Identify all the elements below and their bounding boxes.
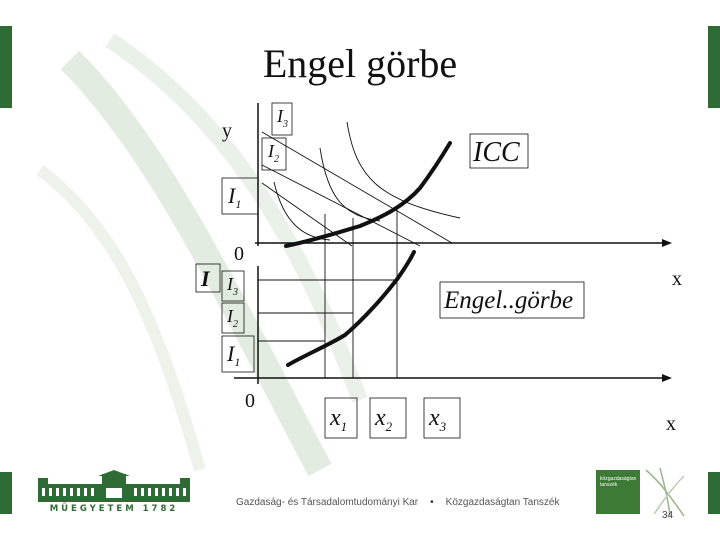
x1-label: x1 [329, 405, 347, 434]
upper-x-axis-arrow [662, 239, 672, 247]
left-bottom-green-bar [0, 472, 12, 514]
i1-upper-label: I1 [227, 183, 241, 211]
department-name: Közgazdaságtan Tanszék [445, 497, 560, 508]
icc-label: ICC [472, 137, 520, 168]
faculty-name: Gazdaság- és Társadalomtudományi Kar [236, 497, 419, 508]
i1-lower-label: I1 [226, 341, 240, 369]
budget-line-3 [261, 182, 353, 247]
x3-box [423, 397, 461, 439]
icc-curve [284, 141, 452, 248]
right-bottom-green-bar [708, 472, 720, 514]
footer-separator: • [430, 497, 434, 508]
engel-curve [286, 250, 416, 367]
i3-lower-label: I3 [226, 274, 238, 298]
budget-line-1 [261, 131, 453, 244]
budget-line-2 [261, 164, 421, 247]
upper-y-axis-label: y [222, 120, 232, 142]
x1-box [324, 397, 358, 439]
icc-label-box [469, 133, 529, 169]
upper-x-axis-label: x [672, 268, 682, 290]
i2-lower-box [221, 302, 245, 334]
lower-x-axis-label: x [666, 413, 676, 435]
left-top-green-bar [0, 26, 12, 108]
x2-box [369, 397, 407, 439]
i3-lower-box [221, 270, 245, 302]
engel-label-box [439, 281, 585, 319]
i1-lower-box [221, 335, 255, 373]
page-number: 34 [662, 510, 674, 521]
x3-label: x3 [428, 405, 447, 434]
badge-line-1: közgazdaságtan [600, 476, 637, 482]
i3-upper-label: I3 [276, 106, 288, 130]
slide-title: Engel görbe [262, 41, 458, 86]
lower-origin-label: 0 [245, 390, 255, 412]
badge-line-2: tanszék [600, 482, 618, 488]
lower-graph: I I3 I2 I1 0 x Engel..görbe x1 x2 x3 [195, 208, 676, 439]
upper-origin-label: 0 [234, 243, 244, 265]
upper-graph: I3 I2 I1 y 0 x ICC [221, 102, 682, 290]
lower-y-axis-label: I [200, 266, 211, 291]
leaf-emblem-icon [645, 467, 685, 517]
x2-label: x2 [374, 405, 393, 434]
department-badge: közgazdaságtan tanszék [596, 470, 640, 514]
engel-label: Engel..görbe [443, 287, 573, 314]
university-building-logo [38, 470, 190, 502]
footer-text: Gazdaság- és Társadalomtudományi Kar • Köz… [236, 497, 559, 508]
i1-upper-box [221, 177, 259, 215]
indifference-curve-1 [273, 181, 331, 241]
university-name: MŰEGYETEM 1782 [49, 504, 179, 514]
i2-lower-label: I2 [226, 306, 238, 330]
indifference-curve-3 [346, 121, 461, 219]
lower-x-axis-arrow [662, 374, 672, 382]
right-top-green-bar [708, 26, 720, 108]
i3-upper-box [271, 102, 293, 136]
i2-upper-label: I2 [267, 141, 279, 165]
i2-upper-box [261, 137, 287, 171]
lower-y-label-box [195, 263, 221, 293]
indifference-curve-2 [319, 147, 381, 222]
